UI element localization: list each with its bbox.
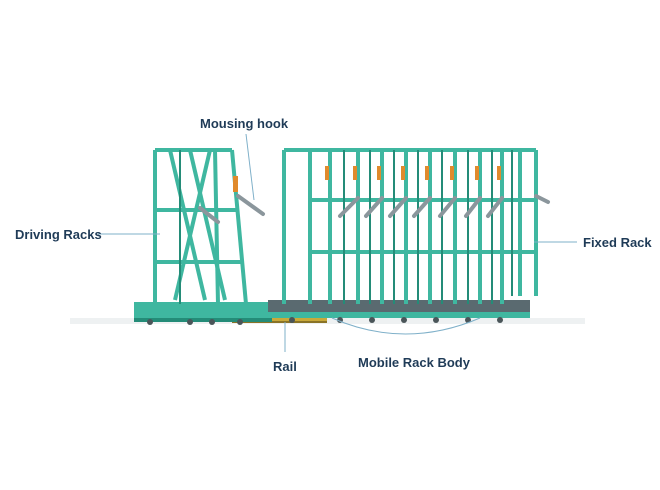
driving-rack-hooks (198, 194, 265, 224)
label-mobile-rack-body: Mobile Rack Body (358, 355, 470, 370)
mobile-rack-frames (282, 148, 538, 304)
wheels (147, 317, 503, 325)
mobile-rack-inner-lines (343, 150, 513, 304)
driving-rack-frame (153, 148, 248, 305)
label-fixed-rack: Fixed Rack (583, 235, 652, 250)
mobile-rack-hooks (338, 194, 550, 218)
floor-shadow (70, 318, 585, 324)
driving-rack-base (134, 302, 272, 322)
label-rail: Rail (273, 359, 297, 374)
label-driving-racks: Driving Racks (15, 227, 102, 242)
leader-lines (98, 133, 577, 352)
mobile-rack-tags (325, 166, 501, 180)
leader-mousing-hook (245, 133, 255, 201)
leader-mobile-rack-body (331, 317, 481, 335)
driving-rack-tag (233, 176, 238, 192)
label-mousing-hook: Mousing hook (200, 116, 289, 131)
mobile-rack-base (268, 300, 530, 318)
